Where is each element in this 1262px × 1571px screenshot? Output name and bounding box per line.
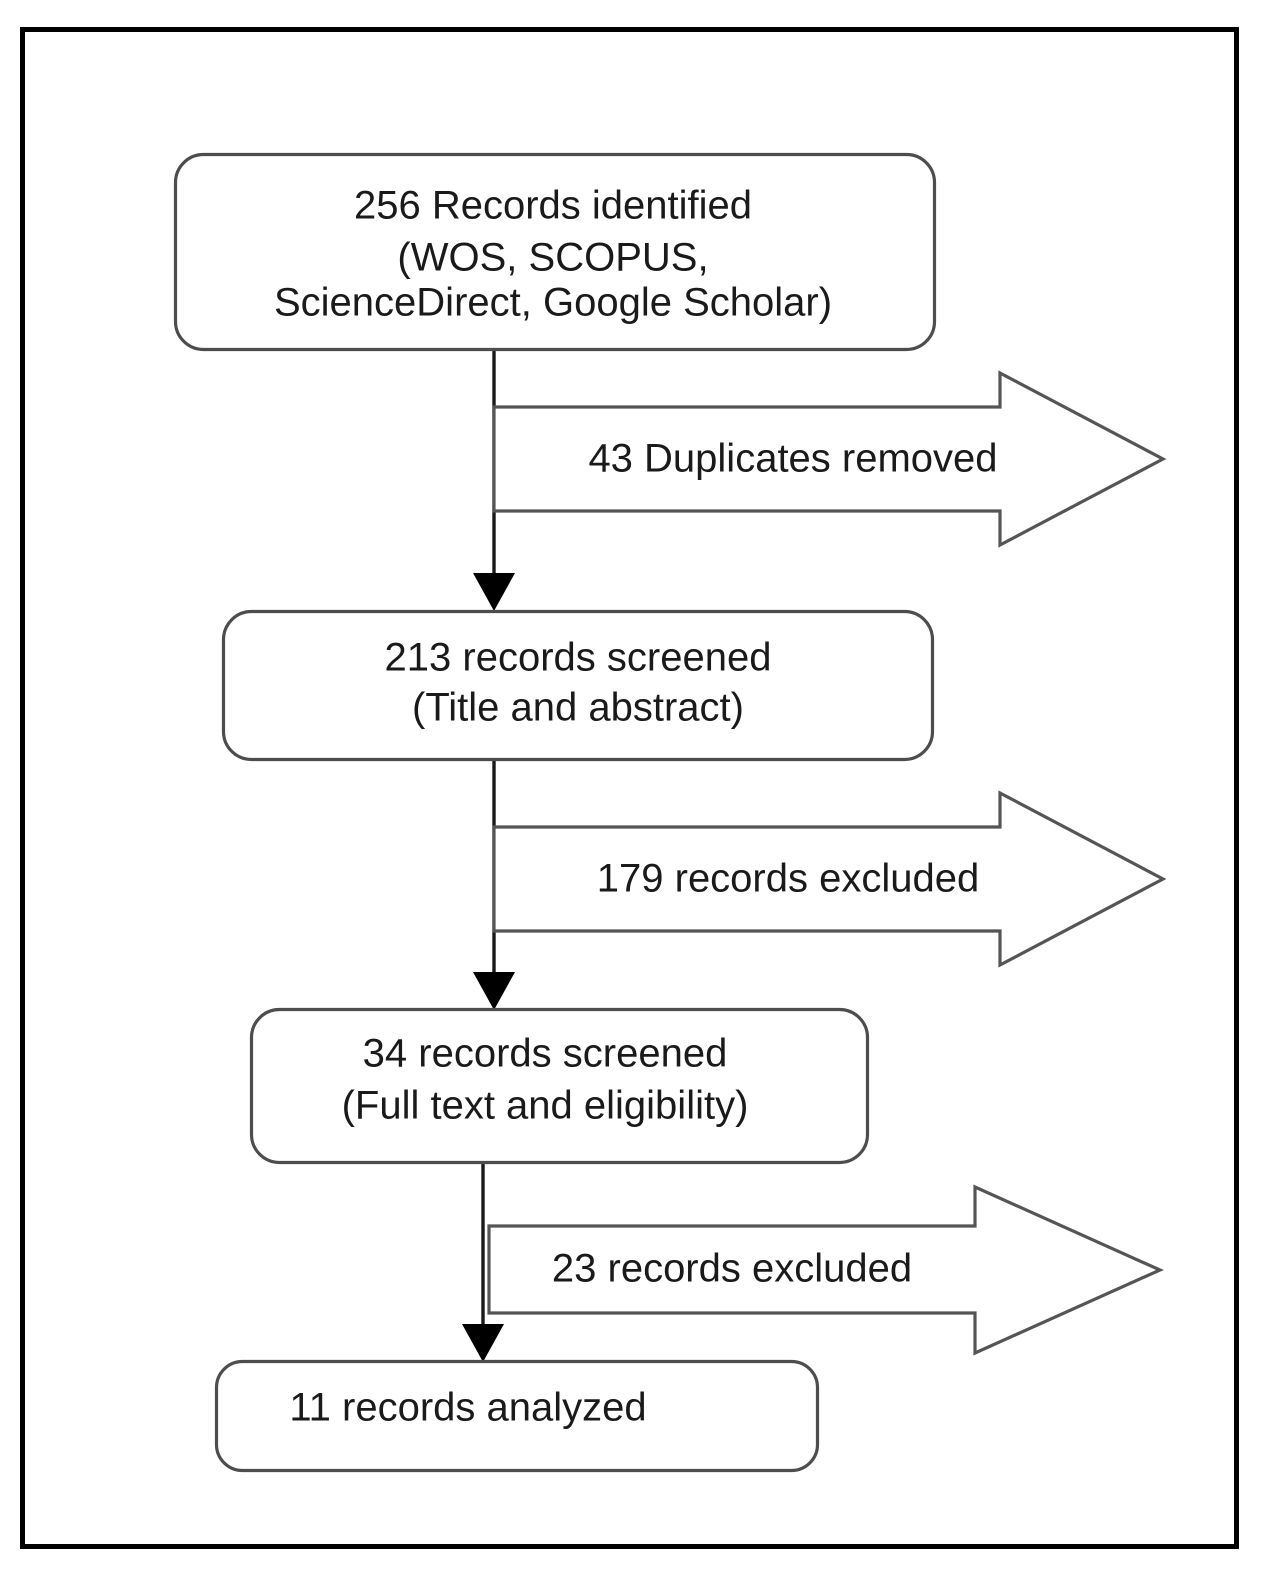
stage-label-screening-title-abstract-line-1: 213 records screened <box>385 636 772 680</box>
exclusion-arrow-records-excluded-eligibility <box>487 1184 1164 1356</box>
stage-label-identification-line-1: 256 Records identified <box>354 184 752 228</box>
exclusion-arrow-duplicates-removed <box>492 370 1167 548</box>
stage-label-identification-line-3: ScienceDirect, Google Scholar) <box>274 281 832 325</box>
stage-label-screening-full-text-line-1: 34 records screened <box>363 1032 728 1076</box>
stage-box-included <box>214 1359 820 1473</box>
stage-label-identification-line-2: (WOS, SCOPUS, <box>397 236 708 280</box>
arrowhead-stage2-to-stage3 <box>473 972 515 1010</box>
exclusion-arrow-records-excluded-screening <box>492 790 1167 968</box>
stage-box-screening-title-abstract <box>221 609 935 762</box>
arrowhead-stage1-to-stage2 <box>473 573 515 611</box>
stage-label-included-line-1: 11 records analyzed <box>289 1386 646 1430</box>
stage-label-screening-full-text-line-2: (Full text and eligibility) <box>342 1084 749 1128</box>
stage-label-screening-title-abstract-line-2: (Title and abstract) <box>412 686 744 730</box>
exclusion-label-records-excluded-eligibility: 23 records excluded <box>552 1247 912 1291</box>
stage-box-identification <box>173 152 937 352</box>
arrowhead-stage3-to-stage4 <box>462 1324 504 1362</box>
exclusion-label-records-excluded-screening: 179 records excluded <box>597 857 979 901</box>
diagram-frame <box>20 27 1239 1549</box>
stage-box-screening-full-text <box>249 1007 870 1165</box>
exclusion-label-duplicates-removed: 43 Duplicates removed <box>588 437 997 481</box>
